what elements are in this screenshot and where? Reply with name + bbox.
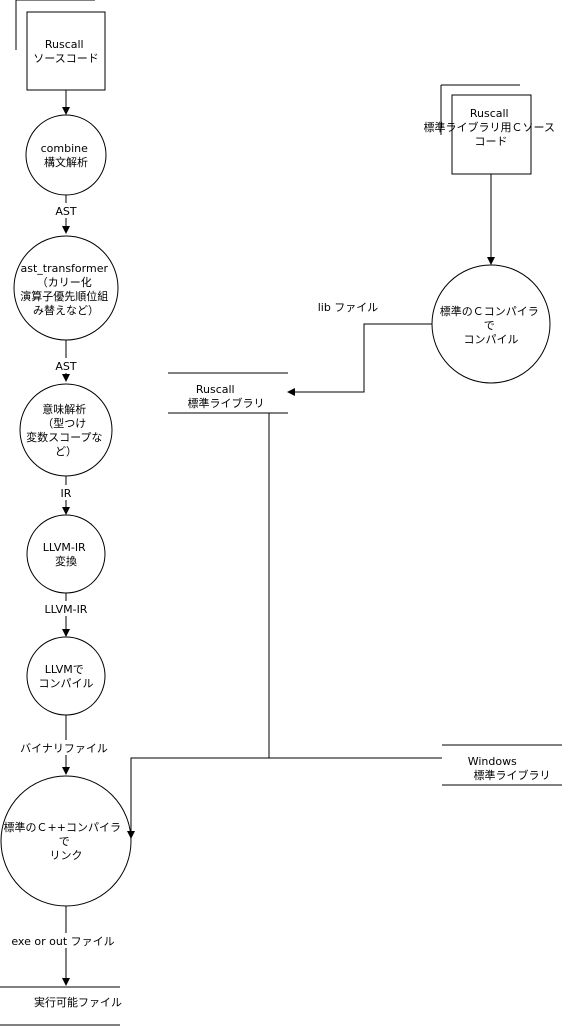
std-lib-c-source-document: Ruscall 標準ライブラリ用Ｃソース コード — [424, 84, 559, 175]
edge-label-llvm-ir: LLVM-IR — [45, 603, 88, 616]
ruscall-stdlib-label: Ruscall 標準ライブラリ — [188, 383, 265, 410]
c-compile-node: 標準のＣコンパイラ で コンパイル — [431, 264, 551, 384]
semantic-analysis-node: 意味解析 （型つけ 変数スコープな ど） — [19, 383, 113, 477]
edge-label-ast-1: AST — [55, 205, 77, 218]
executable-file-store: 実行可能ファイル — [0, 986, 122, 1026]
edge-label-binary: バイナリファイル — [20, 742, 108, 755]
cpp-link-node: 標準のＣ++コンパイラ で リンク — [0, 775, 132, 907]
cpp-link-label: 標準のＣ++コンパイラ で リンク — [4, 820, 125, 862]
windows-stdlib-label: Windows 標準ライブラリ — [468, 755, 551, 782]
combine-parser-node: combine 構文解析 — [25, 114, 107, 196]
ruscall-source-label: Ruscall ソースコード — [33, 38, 98, 65]
edge-label-exe: exe or out ファイル — [11, 935, 114, 948]
ast-transformer-label: ast_transformer （カリー化 演算子優先順位組 み替えなど） — [20, 262, 112, 317]
edge-label-ast-2: AST — [55, 360, 77, 373]
ruscall-stdlib-store: Ruscall 標準ライブラリ — [168, 372, 288, 414]
std-lib-c-source-label: Ruscall 標準ライブラリ用Ｃソース コード — [424, 107, 559, 148]
llvm-ir-conversion-node: LLVM-IR 変換 — [26, 514, 106, 594]
semantic-analysis-label: 意味解析 （型つけ 変数スコープな ど） — [26, 402, 106, 458]
llvm-compile-label: LLVMで コンパイル — [39, 663, 94, 690]
executable-label: 実行可能ファイル — [34, 995, 122, 1009]
ast-transformer-node: ast_transformer （カリー化 演算子優先順位組 み替えなど） — [13, 235, 119, 341]
llvm-compile-node: LLVMで コンパイル — [26, 636, 106, 716]
windows-stdlib-store: Windows 標準ライブラリ — [442, 744, 562, 786]
edge-label-ir: IR — [61, 487, 72, 500]
combine-label: combine 構文解析 — [41, 142, 92, 169]
c-compile-label: 標準のＣコンパイラ で コンパイル — [440, 304, 543, 346]
llvm-ir-conversion-label: LLVM-IR 変換 — [43, 541, 89, 568]
ruscall-source-document: Ruscall ソースコード — [15, 0, 106, 91]
edge-label-lib: lib ファイル — [318, 301, 379, 314]
